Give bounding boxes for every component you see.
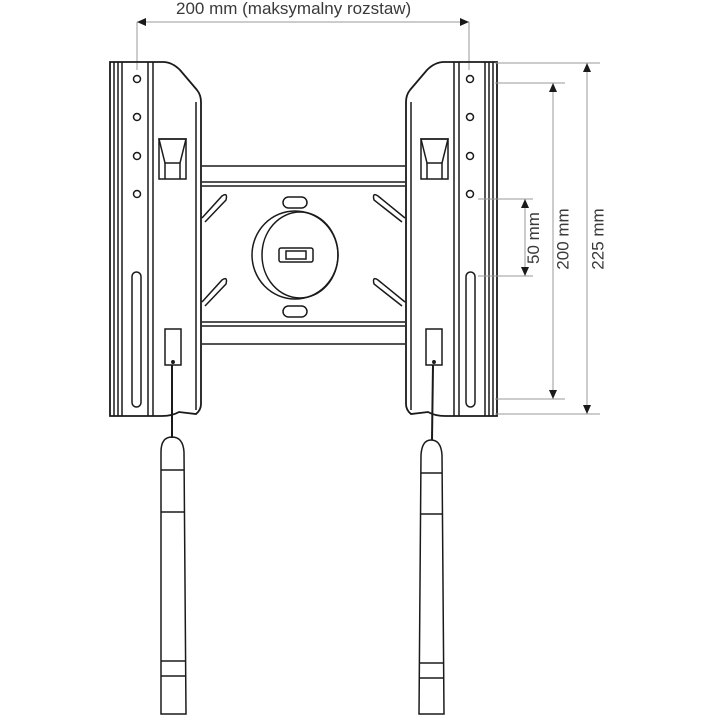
left-strap xyxy=(160,365,187,715)
right-strap xyxy=(418,364,445,715)
dimension-arrows xyxy=(521,63,591,414)
arrow-left-icon xyxy=(137,18,146,26)
left-rail xyxy=(109,61,202,417)
width-dimension xyxy=(136,21,470,70)
arrow-right-icon xyxy=(460,18,469,26)
label-200mm: 200 mm xyxy=(553,208,573,270)
label-225mm: 225 mm xyxy=(588,208,608,270)
height-dimensions xyxy=(478,62,600,415)
width-label: 200 mm (maksymalny rozstaw) xyxy=(176,0,412,18)
center-plate xyxy=(201,165,406,345)
right-rail xyxy=(405,61,498,417)
label-50mm: 50 mm xyxy=(523,212,543,264)
